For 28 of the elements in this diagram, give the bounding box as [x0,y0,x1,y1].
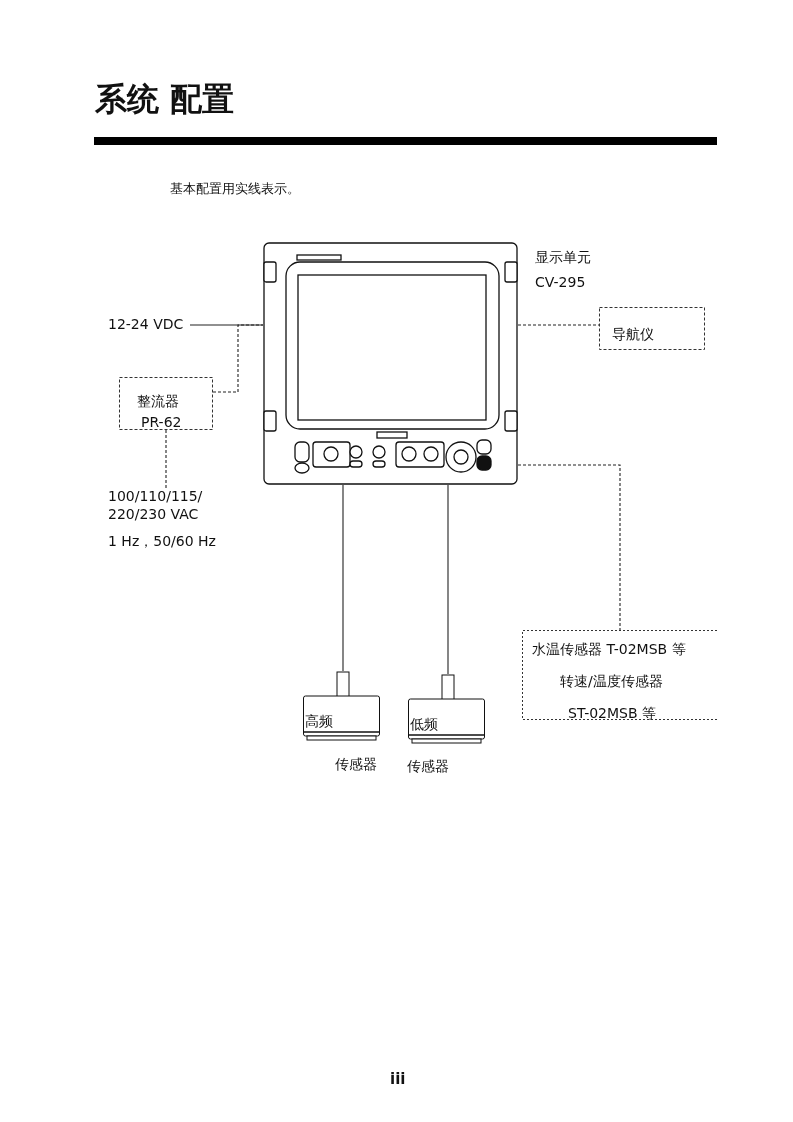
node-label: 导航仪 [612,326,654,343]
power-supply-label: 1 Hz，50/60 Hz [108,533,217,551]
node-label: 高频 [305,713,333,730]
model-number: CV-295 [535,274,586,291]
power-supply-label: 100/110/115/ 220/230 VAC [108,488,204,523]
node-label: 整流器 [137,393,179,410]
dashed-box [522,630,717,720]
node-label: 水温传感器 T-02MSB 等 [532,641,686,658]
node-label: 转速/温度传感器 [560,673,663,690]
dashed-box [599,307,705,350]
model-number: PR-62 [141,414,182,431]
cable-line [342,484,344,672]
page-number: iii [390,1070,406,1088]
dashed-box [119,377,213,430]
caption-text: 传感器 [335,756,377,773]
dashed-connector [517,324,600,326]
dashed-connector [212,324,264,393]
caption-text: 传感器 [407,758,449,775]
page-title: 系统 配置 [95,80,235,119]
cable-line [447,484,449,675]
cable-line [189,324,264,326]
caption-text: 显示单元 [535,249,591,266]
node-label: ST-02MSB 等 [568,705,657,722]
node-label: 低频 [410,716,438,733]
voltage-label: 12-24 VDC [108,316,184,333]
dashed-connector [517,464,621,631]
note-text: 基本配置用实线表示。 [170,181,300,197]
dashed-connector [165,429,167,489]
